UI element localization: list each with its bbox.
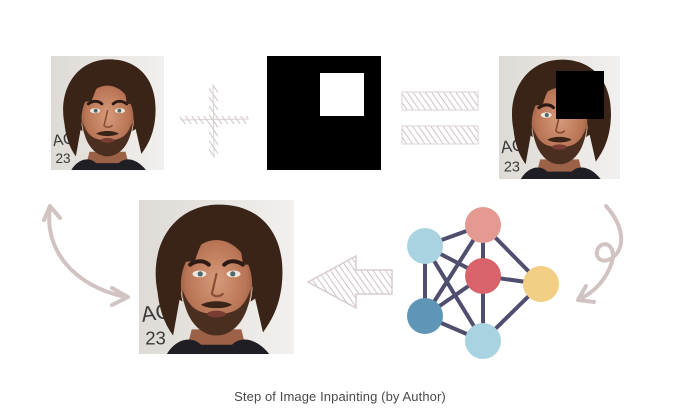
plus-sign-icon [179, 83, 250, 159]
loop-arrow-icon [576, 204, 624, 304]
left-arrow-icon [306, 254, 393, 310]
neuron-node [465, 207, 501, 243]
neuron-node [407, 298, 443, 334]
curved-arrow-icon [42, 204, 130, 307]
masked-image [499, 56, 620, 179]
original-image [51, 56, 164, 170]
mask-hole [320, 73, 364, 116]
inpainted-result-image [139, 200, 294, 354]
figure-caption: Step of Image Inpainting (by Author) [234, 389, 446, 404]
neural-network-icon [407, 207, 559, 359]
masked-region [556, 71, 604, 119]
neuron-node [523, 266, 559, 302]
neuron-node [465, 323, 501, 359]
equals-sign-icon [401, 91, 479, 145]
inpainting-diagram: AO 23 [42, 56, 624, 359]
neuron-node [465, 258, 501, 294]
mask-image [267, 56, 381, 170]
neuron-node [407, 228, 443, 264]
